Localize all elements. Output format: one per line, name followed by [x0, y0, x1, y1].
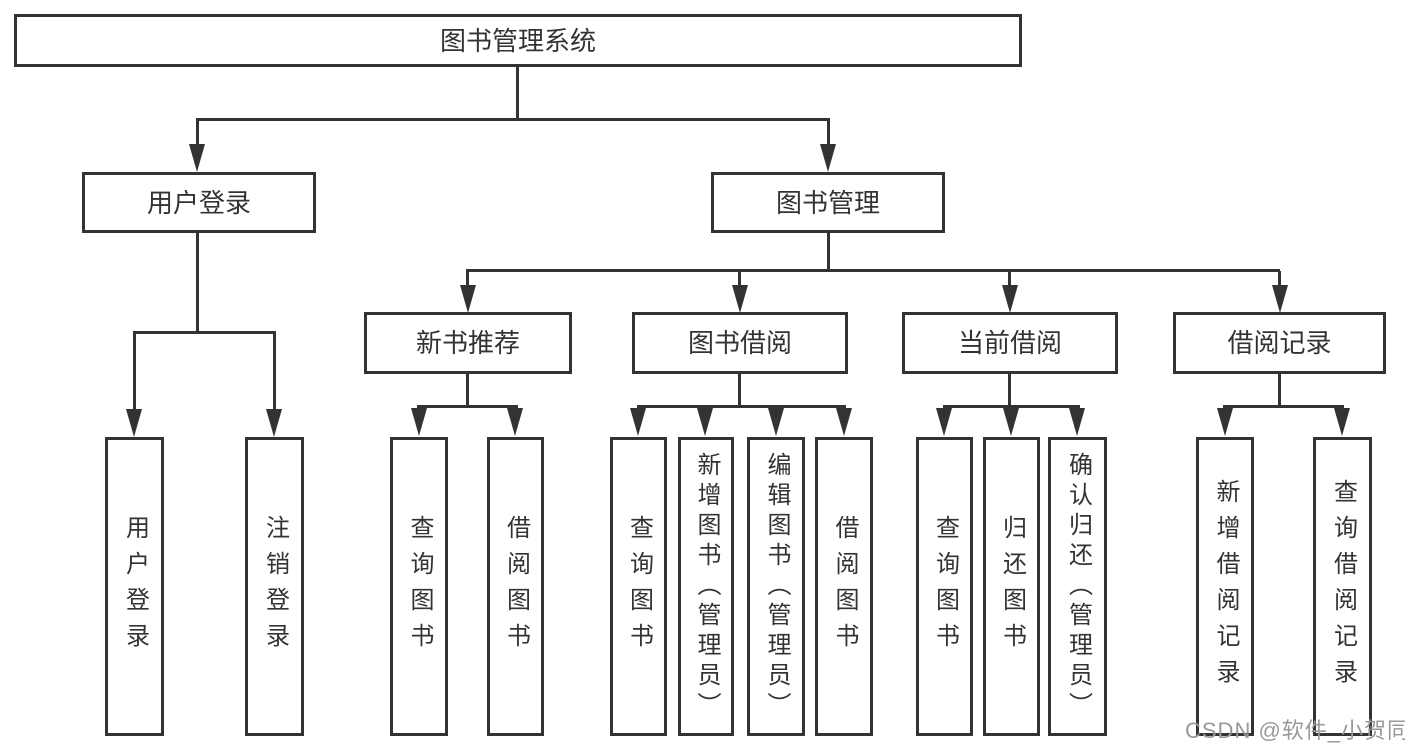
- arrow-down-icon: [1002, 285, 1018, 313]
- node-book-management: 图书管理: [711, 172, 945, 233]
- arrow-down-icon: [820, 144, 836, 172]
- node-leaf-borrow-books: 借阅图书: [815, 437, 873, 736]
- node-borrowing-records: 借阅记录: [1173, 312, 1386, 374]
- connector-userlogin-bar: [133, 331, 276, 334]
- node-book-borrowing: 图书借阅: [632, 312, 848, 374]
- node-leaf-add-borrow-record: 新增借阅记录: [1196, 437, 1254, 736]
- watermark: CSDN @软件_小贺同学: [1185, 718, 1405, 743]
- connector-recommend-stem: [466, 373, 469, 407]
- arrow-down-icon: [1069, 408, 1085, 436]
- connector-drop-current: [1008, 271, 1011, 288]
- node-leaf-edit-book-admin: 编辑图书（管理员）: [747, 437, 805, 736]
- arrow-down-icon: [936, 408, 952, 436]
- node-current-borrowing: 当前借阅: [902, 312, 1118, 374]
- arrow-down-icon: [1003, 408, 1019, 436]
- connector-drop-recommend: [466, 271, 469, 288]
- arrow-down-icon: [507, 408, 523, 436]
- connector-drop-user-login: [196, 120, 199, 146]
- arrow-down-icon: [697, 408, 713, 436]
- connector-recommend-bar: [417, 405, 518, 408]
- connector-root-stem: [516, 66, 519, 120]
- connector-bookmgmt-stem: [827, 232, 830, 271]
- arrow-down-icon: [768, 408, 784, 436]
- node-leaf-query-books-recommend: 查询图书: [390, 437, 448, 736]
- arrow-down-icon: [1272, 285, 1288, 313]
- arrow-down-icon: [836, 408, 852, 436]
- connector-borrowing-stem: [738, 373, 741, 407]
- arrow-down-icon: [126, 409, 142, 437]
- connector-drop-borrowing: [738, 271, 741, 288]
- node-leaf-query-borrow-record: 查询借阅记录: [1313, 437, 1372, 736]
- connector-level3-bar: [466, 269, 1280, 272]
- connector-records-stem: [1278, 373, 1281, 407]
- arrow-down-icon: [732, 285, 748, 313]
- connector-current-bar: [943, 405, 1080, 408]
- arrow-down-icon: [266, 409, 282, 437]
- connector-current-stem: [1008, 373, 1011, 407]
- node-leaf-query-books-borrowing: 查询图书: [610, 437, 667, 736]
- node-book-management-system: 图书管理系统: [14, 14, 1022, 67]
- arrow-down-icon: [1217, 408, 1233, 436]
- node-leaf-confirm-return-admin: 确认归还（管理员）: [1048, 437, 1107, 736]
- arrow-down-icon: [189, 144, 205, 172]
- connector-drop-leaf-login: [133, 333, 136, 410]
- arrow-down-icon: [630, 408, 646, 436]
- node-leaf-return-books: 归还图书: [983, 437, 1040, 736]
- node-leaf-borrow-books-recommend: 借阅图书: [487, 437, 544, 736]
- connector-records-bar: [1223, 405, 1344, 408]
- node-user-login: 用户登录: [82, 172, 316, 233]
- node-new-book-recommendation: 新书推荐: [364, 312, 572, 374]
- connector-userlogin-stem: [196, 232, 199, 333]
- node-leaf-add-book-admin: 新增图书（管理员）: [678, 437, 734, 736]
- arrow-down-icon: [460, 285, 476, 313]
- arrow-down-icon: [411, 408, 427, 436]
- node-leaf-logout: 注销登录: [245, 437, 304, 736]
- arrow-down-icon: [1334, 408, 1350, 436]
- connector-borrowing-bar: [637, 405, 846, 408]
- connector-drop-book-management: [827, 120, 830, 146]
- node-leaf-user-login: 用户登录: [105, 437, 164, 736]
- connector-drop-records: [1278, 271, 1281, 288]
- connector-drop-leaf-logout: [273, 333, 276, 410]
- node-leaf-query-books-current: 查询图书: [916, 437, 973, 736]
- connector-level1-bar: [196, 118, 830, 121]
